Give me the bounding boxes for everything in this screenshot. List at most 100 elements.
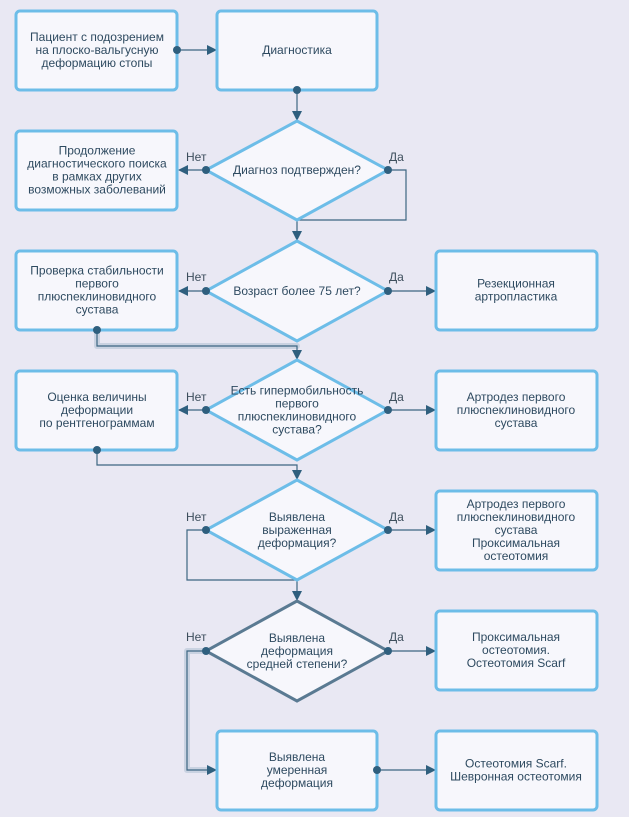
node-text-line: Шевронная остеотомия <box>450 770 582 784</box>
arrow-hyper-yes <box>426 405 436 415</box>
node-text-line: Остеотомия Scarf. <box>465 757 567 771</box>
node-text-line: деформации <box>61 403 133 417</box>
arrow-diagnostics-confirmed <box>292 111 302 121</box>
edge-labels: Нет Да Нет Да Нет Да Нет Да Нет Да <box>186 150 404 644</box>
edge-stability-hyper <box>96 330 298 352</box>
node-text-line: Выявлена <box>269 631 326 645</box>
node-text-line: умеренная <box>267 763 328 777</box>
node-text-line: Оценка величины <box>47 390 146 404</box>
arrow-severe-yes <box>426 525 436 535</box>
node-text-line: плюсneклиновидного <box>457 403 576 417</box>
node-text-line: сустава <box>495 523 538 537</box>
dot-confirmed-yes <box>384 166 392 174</box>
arrow-hyper-no <box>178 405 188 415</box>
node-text-line: Резекционная <box>477 277 555 291</box>
label-yes-severe: Да <box>389 510 404 524</box>
node-text-line: сустава <box>495 416 538 430</box>
arrow-moderate-scarf <box>426 765 436 775</box>
label-no-hyper: Нет <box>186 390 207 404</box>
node-scarf[interactable]: Остеотомия Scarf.Шевронная остеотомия <box>434 729 599 812</box>
dot-hyper-yes <box>384 406 392 414</box>
node-text-line: сустава <box>76 303 119 317</box>
node-text-line: Проверка стабильности <box>30 264 163 278</box>
node-text-line: Пациент с подозрением <box>30 30 164 44</box>
node-text-line: Выявлена <box>269 510 326 524</box>
node-diagnostics[interactable]: Диагностика <box>215 9 379 92</box>
dot-diagnostics-out <box>293 86 301 94</box>
node-text-line: Есть гипермобильность <box>231 384 364 398</box>
node-text-line: Остеотомия Scarf <box>467 656 566 670</box>
edge-medium-no <box>186 650 209 771</box>
label-no-medium: Нет <box>186 630 207 644</box>
node-text-line: в рамках других <box>52 170 141 184</box>
node-text-line: плюсneклиновидного <box>457 510 576 524</box>
label-yes-hyper: Да <box>389 390 404 404</box>
dot-stability-out <box>93 326 101 334</box>
node-text-line: возможных заболеваний <box>28 183 166 197</box>
arrow-medium-no <box>207 765 217 775</box>
node-text-line: деформация? <box>258 536 337 550</box>
node-text-line: Продолжение <box>59 144 136 158</box>
node-text-line: Возраст более 75 лет? <box>233 284 361 298</box>
arrow-age-yes <box>426 286 436 296</box>
node-text: Возраст более 75 лет? <box>233 284 361 298</box>
arrow-severe-no <box>292 591 302 601</box>
node-text-line: плюсneклиновидного <box>238 410 357 424</box>
label-no-severe: Нет <box>186 510 207 524</box>
halo-stability-path <box>94 327 300 349</box>
label-yes-confirmed: Да <box>389 150 404 164</box>
node-text: Диагностика <box>262 43 332 57</box>
node-text-line: Проксимальная <box>472 536 560 550</box>
node-text-line: Выявлена <box>269 750 326 764</box>
node-text-line: сустава? <box>272 423 322 437</box>
dot-age-yes <box>384 287 392 295</box>
node-text: Остеотомия Scarf.Шевронная остеотомия <box>450 757 582 784</box>
node-text-line: остеотомия. <box>482 643 550 657</box>
dot-severe-no <box>202 526 210 534</box>
arrow-medium-yes <box>426 646 436 656</box>
dot-medium-no <box>202 647 210 655</box>
arrow-confirmed-no <box>178 165 188 175</box>
arrow-age-no <box>178 286 188 296</box>
dot-age-no <box>202 287 210 295</box>
dot-confirmed-no <box>202 166 210 174</box>
edge-severe-no <box>186 529 298 592</box>
decision-confirmed[interactable]: Диагноз подтвержден? <box>202 119 392 222</box>
dot-medium-yes <box>384 647 392 655</box>
label-no-age: Нет <box>186 270 207 284</box>
arrow-estimate-severe <box>292 470 302 480</box>
arrow-stability-hyper <box>292 350 302 360</box>
decision-age[interactable]: Возраст более 75 лет? <box>202 239 392 343</box>
node-text-line: Диагностика <box>262 43 332 57</box>
label-yes-medium: Да <box>389 630 404 644</box>
node-text-line: остеотомия <box>484 549 549 563</box>
edge-confirmed-yes <box>296 169 407 232</box>
node-text-line: Артродез первого <box>467 390 566 404</box>
node-text-line: деформация <box>261 776 333 790</box>
label-yes-age: Да <box>389 270 404 284</box>
node-text-line: деформация <box>261 644 333 658</box>
dot-patient-out <box>173 46 181 54</box>
node-text-line: по рентгенограммам <box>39 416 154 430</box>
dot-hyper-no <box>202 406 210 414</box>
